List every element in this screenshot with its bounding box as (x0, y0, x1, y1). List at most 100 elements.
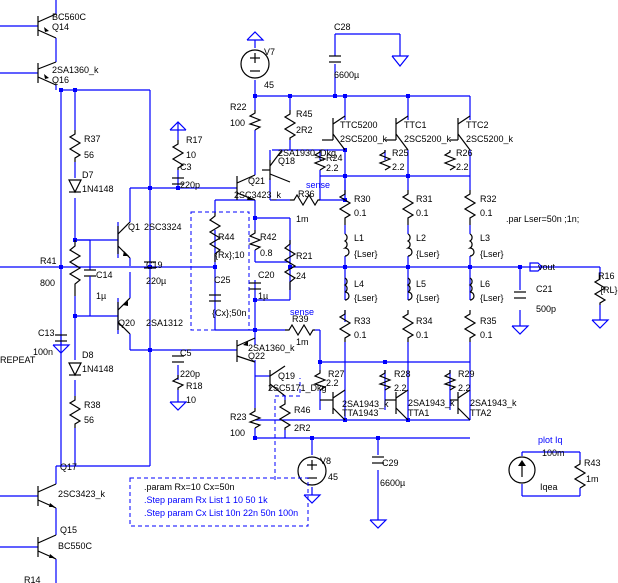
transistor-tta1 (385, 389, 409, 421)
resistor-r46 (278, 400, 292, 430)
resistor-r16 (593, 275, 607, 305)
l6-value: {Lser} (480, 293, 504, 303)
l6-label: L6 (480, 279, 490, 289)
diodes (68, 179, 82, 377)
spice-directives: .param Rx=10 Cx=50n .Step param Rx List … (144, 482, 298, 518)
ttc2-label: TTC2 (466, 120, 489, 130)
c28-value: 6600µ (334, 70, 359, 80)
ground-icon (246, 31, 265, 41)
r17-value: 10 (186, 150, 196, 160)
transistor-q18 (262, 149, 291, 183)
c20-value: 1µ (258, 291, 268, 301)
c25-value: {Cx};50n (212, 308, 247, 318)
dashed-rx-cx-box (190, 211, 250, 331)
capacitor-c14 (84, 269, 96, 288)
transistor-ttc2 (450, 115, 471, 151)
d8-value: 1N4148 (82, 364, 114, 374)
sense-label-upper: sense (306, 180, 330, 190)
c19-label: C19 (146, 260, 163, 270)
c3-value: 220p (180, 180, 200, 190)
v7-label: V7 (264, 47, 275, 57)
inductor-l2 (405, 233, 413, 257)
l3-label: L3 (480, 233, 490, 243)
l1-label: L1 (354, 233, 364, 243)
r18-label: R18 (186, 381, 203, 391)
r46-label: R46 (294, 405, 311, 415)
r45-value: 2R2 (296, 125, 313, 135)
l2-value: {Lser} (416, 249, 440, 259)
c14-label: C14 (96, 270, 113, 280)
r16-label: R16 (598, 271, 615, 281)
r39-label: R39 (292, 314, 309, 324)
r36-label: R36 (298, 189, 315, 199)
transistor-q1 (117, 216, 131, 266)
r31-label: R31 (416, 194, 433, 204)
directive-step-cx: .Step param Cx List 10n 22n 50n 100n (144, 508, 298, 518)
ground-icon (591, 319, 610, 329)
dashed-directive-box (129, 477, 309, 527)
plot-iq-value: 100m (542, 448, 565, 458)
r16-value: {RL} (600, 285, 618, 295)
q15-type: BC550C (58, 541, 93, 551)
c3-label: C3 (180, 162, 192, 172)
r34-value: 0.1 (416, 330, 429, 340)
r30-label: R30 (354, 194, 371, 204)
l3-value: {Lser} (480, 249, 504, 259)
ground-icon (52, 344, 71, 354)
sense-label-lower: sense (290, 307, 314, 317)
l1-value: {Lser} (354, 249, 378, 259)
capacitor-c25 (209, 294, 221, 302)
capacitor-c20 (249, 282, 261, 290)
vout-port-flag (529, 262, 543, 272)
ttc5200-label: TTC5200 (340, 120, 378, 130)
v7-value: 45 (264, 80, 274, 90)
r27-label: R27 (328, 369, 345, 379)
r44-label: R44 (218, 232, 235, 242)
resistor-r26 (443, 150, 457, 171)
d7-value: 1N4148 (82, 184, 114, 194)
resistor-r31 (401, 190, 415, 225)
resistor-r44 (208, 212, 222, 262)
c29-value: 6600µ (380, 478, 405, 488)
tta1-label: TTA1 (408, 408, 429, 418)
r43-value: 1m (586, 474, 599, 484)
diode-d7 (68, 179, 82, 194)
r21-value: 24 (296, 271, 306, 281)
q20-label: Q20 (118, 318, 135, 328)
transistor-q14 (37, 13, 57, 39)
ground-icon (369, 519, 388, 529)
r14-label: R14 (24, 575, 41, 583)
r26-label: R26 (456, 148, 473, 158)
c5-value: 220p (180, 369, 200, 379)
resistor-r27 (313, 370, 327, 391)
r42-value: 0.8 (260, 248, 273, 258)
c28-label: C28 (334, 22, 351, 32)
transistor-tta1943 (320, 389, 346, 421)
tta1-type: 2SA1943_k (408, 398, 455, 408)
r41-value: 800 (40, 278, 55, 288)
l4-label: L4 (354, 279, 364, 289)
capacitor-c29 (372, 456, 384, 464)
r33-label: R33 (354, 316, 371, 326)
resistor-r22 (248, 110, 262, 131)
capacitors (55, 55, 526, 464)
q14-label: Q14 (52, 22, 69, 32)
ttc1-label: TTC1 (404, 120, 427, 130)
capacitor-c28 (329, 55, 341, 63)
r29-label: R29 (458, 369, 475, 379)
r35-label: R35 (480, 316, 497, 326)
inductor-l3 (467, 233, 475, 257)
resistors (68, 110, 607, 489)
r43-label: R43 (584, 458, 601, 468)
directive-step-rx: .Step param Rx List 1 10 50 1k (144, 495, 268, 505)
q22-type: 2SA1360_k (248, 343, 295, 353)
vout-label: vout (538, 262, 556, 272)
q17-label: Q17 (60, 462, 77, 472)
ground-icon (169, 121, 187, 131)
resistor-r17 (171, 140, 185, 170)
resistor-r42 (248, 230, 262, 251)
q16-type: 2SA1360_k (52, 65, 99, 75)
plot-iq-label: plot Iq (538, 435, 563, 445)
resistor-r33 (338, 310, 352, 342)
